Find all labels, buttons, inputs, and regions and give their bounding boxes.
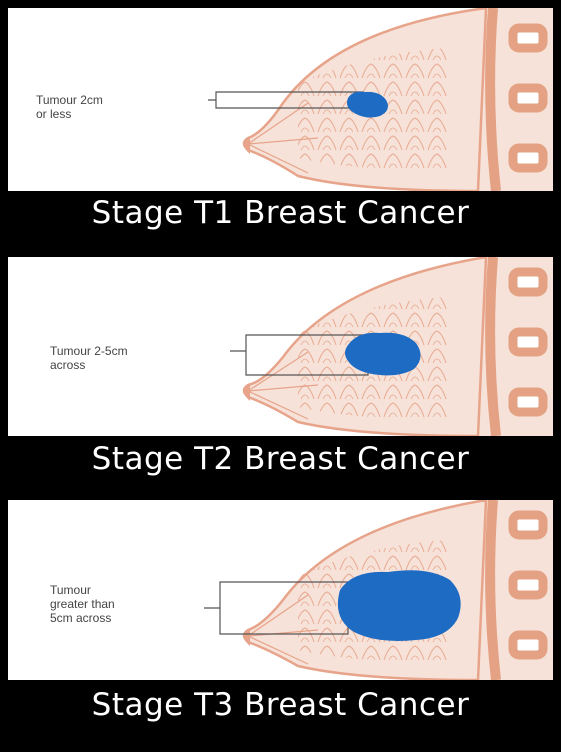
tumour-label-line-2: greater than: [50, 597, 115, 611]
stage-title-t1: Stage T1 Breast Cancer: [0, 198, 561, 229]
stage-title-t2: Stage T2 Breast Cancer: [0, 444, 561, 475]
panel-stage-t3: Tumour greater than 5cm across: [8, 500, 553, 680]
nipple: [244, 628, 250, 646]
tumour-label-line-1: Tumour: [50, 583, 91, 597]
tumour-label-line-1: Tumour 2-5cm: [50, 344, 128, 358]
chest-muscle: [490, 500, 496, 680]
tumour-t3: [338, 570, 461, 641]
breast-illustration-t1: Tumour 2cm or less: [8, 8, 553, 191]
panel-stage-t2: Tumour 2-5cm across: [8, 257, 553, 436]
ribs: [513, 515, 543, 655]
tumour-label-line-2: across: [50, 358, 85, 372]
chest-muscle: [490, 257, 496, 436]
stage-title-t3: Stage T3 Breast Cancer: [0, 690, 561, 721]
nipple: [244, 136, 250, 154]
ribs: [513, 272, 543, 412]
tumour-label-line-2: or less: [36, 107, 71, 121]
chest-muscle: [490, 8, 496, 191]
breast-illustration-t2: Tumour 2-5cm across: [8, 257, 553, 436]
ribs: [513, 28, 543, 168]
tumour-label-line-1: Tumour 2cm: [36, 93, 103, 107]
panel-stage-t1: Tumour 2cm or less: [8, 8, 553, 191]
nipple: [244, 383, 250, 401]
breast-illustration-t3: Tumour greater than 5cm across: [8, 500, 553, 680]
tumour-label-line-3: 5cm across: [50, 611, 111, 625]
